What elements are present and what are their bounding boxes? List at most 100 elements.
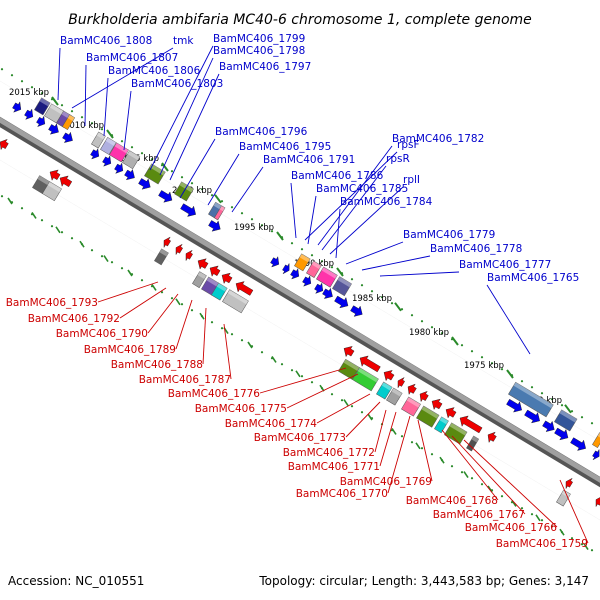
reverse-gene-box — [376, 381, 393, 400]
ruler-dot — [500, 368, 504, 371]
forward-gene-label: BamMC406_1785 — [316, 183, 408, 195]
gene-feature-shine — [114, 142, 129, 154]
ruler-dot — [290, 242, 294, 245]
gene-feature-shine — [597, 432, 600, 440]
reverse-gene-box — [211, 282, 228, 301]
gene-arrow-shape — [138, 178, 151, 190]
forward-gene-box — [109, 142, 129, 163]
ruler-dot — [60, 231, 64, 234]
gene-arrow-shape — [592, 448, 600, 461]
label-leader-lines — [57, 45, 589, 544]
ruler-minor-tick — [583, 543, 589, 551]
gene-feature-box — [34, 97, 51, 116]
gene-feature-shine — [227, 289, 249, 305]
ruler-dot — [550, 525, 554, 528]
ruler-dot — [440, 332, 444, 335]
gene-feature-box — [338, 358, 360, 380]
gene-arrow-shape — [445, 407, 457, 419]
ruler-major-tick — [336, 267, 344, 277]
ruler-kbp-label: 2015 kbp — [9, 88, 49, 98]
reverse-gene-box — [192, 271, 207, 289]
leader-line — [147, 293, 179, 334]
gene-arrow-shape — [290, 268, 300, 280]
gene-feature-shine — [421, 405, 440, 419]
gene-arrow-shape — [90, 148, 100, 160]
ruler-dot — [390, 302, 394, 305]
forward-gene-label: BamMC406_1786 — [291, 170, 384, 182]
ruler-major-tick — [161, 162, 169, 172]
gene-feature-shine — [406, 396, 421, 408]
reverse-gene-label: BamMC406_1792 — [28, 313, 120, 325]
leader-line — [231, 166, 264, 213]
ruler-dot — [310, 254, 314, 257]
forward-gene-label: BamMC406_1765 — [487, 272, 579, 284]
gene-feature-box — [154, 248, 169, 266]
gene-feature-shine — [39, 97, 51, 107]
ruler-dot — [180, 303, 184, 306]
leader-line — [149, 45, 214, 171]
forward-gene-label: BamMC406_1803 — [131, 78, 223, 90]
leader-line — [316, 393, 371, 424]
ruler-dot — [30, 86, 34, 89]
reverse-gene-arrow — [163, 236, 171, 249]
leader-line — [441, 429, 499, 501]
gene-feature-box — [222, 289, 249, 314]
gene-arrow-shape — [595, 495, 600, 508]
gene-arrow-shape — [209, 265, 221, 277]
leader-line — [463, 439, 558, 528]
ruler-kbp-label: 1980 kbp — [409, 328, 449, 338]
ruler-minor-tick — [199, 312, 205, 320]
leader-line — [290, 182, 297, 239]
gene-arrow-shape — [175, 243, 183, 256]
gene-feature-box — [376, 381, 393, 400]
forward-gene-box — [34, 97, 51, 116]
gene-arrow-shape — [302, 275, 312, 287]
gene-feature-box — [352, 367, 379, 392]
ruler-dot — [470, 477, 474, 480]
ruler-dot — [180, 176, 184, 179]
ruler-dot — [350, 278, 354, 281]
reverse-gene-label: BamMC406_1793 — [6, 297, 98, 309]
gene-feature-boxes — [32, 97, 600, 507]
leader-line — [202, 307, 207, 365]
map-title: Burkholderia ambifaria MC40-6 chromosome… — [68, 12, 532, 28]
gene-feature-shine — [337, 276, 352, 288]
gene-arrow-shape — [180, 203, 196, 217]
ruler-dot — [70, 237, 74, 240]
gene-arrow-shape — [334, 295, 349, 309]
gene-arrow-shape — [48, 123, 59, 135]
ruler-dot — [120, 140, 124, 143]
ruler-dot — [110, 261, 114, 264]
leader-line — [321, 165, 387, 251]
reverse-gene-arrow — [197, 258, 209, 270]
ruler-minor-tick — [415, 442, 421, 450]
gene-feature-shine — [216, 282, 228, 292]
reverse-gene-label: BamMC406_1776 — [168, 388, 261, 400]
gene-feature-box — [316, 266, 338, 288]
ruler-dot — [40, 92, 44, 95]
gene-feature-shine — [49, 103, 64, 115]
leader-line — [417, 419, 433, 482]
reverse-gene-arrow — [595, 495, 600, 508]
ruler-dot — [530, 513, 534, 516]
ruler-dot — [80, 116, 84, 119]
gene-feature-box — [508, 381, 554, 418]
reverse-gene-label: BamMC406_1790 — [56, 328, 148, 340]
ruler-dot — [350, 405, 354, 408]
ruler-major-tick — [564, 404, 572, 414]
ruler-dot — [300, 248, 304, 251]
leader-line — [57, 47, 61, 101]
gene-feature-shine — [96, 131, 106, 140]
ruler-dot — [100, 128, 104, 131]
gene-feature-shine — [47, 181, 62, 193]
leader-line — [559, 479, 589, 544]
ruler-dot — [530, 386, 534, 389]
ruler-dot — [20, 80, 24, 83]
gene-arrow-shape — [62, 131, 73, 143]
reverse-gene-label: BamMC406_1787 — [139, 374, 231, 386]
forward-gene-box — [316, 266, 338, 288]
gene-arrow-shape — [314, 282, 324, 294]
forward-gene-arrow — [158, 190, 173, 203]
forward-gene-arrow — [180, 203, 196, 217]
leader-line — [317, 145, 393, 246]
